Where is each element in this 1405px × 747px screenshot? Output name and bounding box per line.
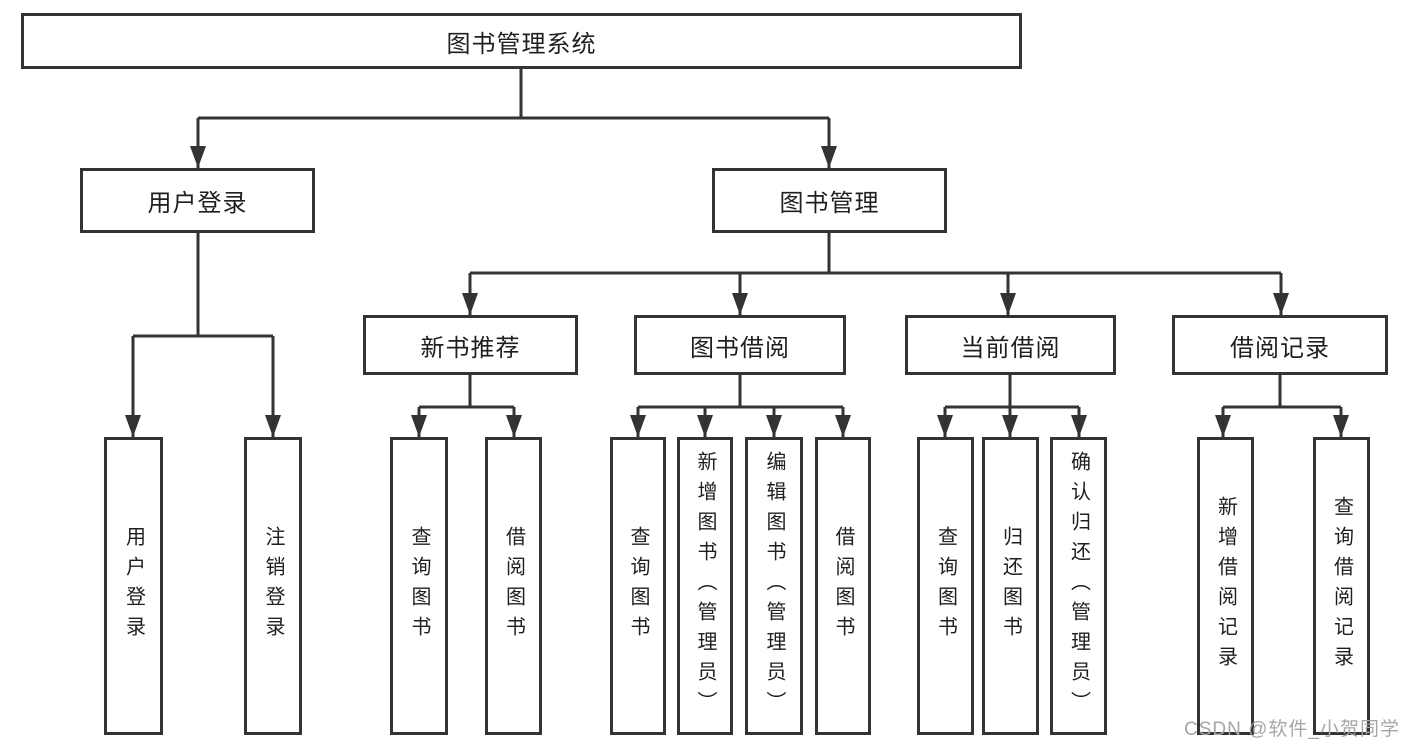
leaf-edit-books-admin-label: 编辑图书（管理员） (763, 451, 785, 721)
leaf-add-borrow-record-label: 新增借阅记录 (1214, 496, 1237, 676)
leaf-user-login: 用户登录 (104, 437, 163, 735)
connector-new-book-recommend-to-leaves (411, 375, 522, 437)
leaf-query-borrow-record-label: 查询借阅记录 (1330, 496, 1353, 676)
leaf-user-login-label: 用户登录 (122, 526, 145, 646)
leaf-add-books-admin-label: 新增图书（管理员） (694, 451, 716, 721)
leaf-borrow-books-recommend: 借阅图书 (485, 437, 542, 735)
connector-book-borrowing-to-leaves (630, 375, 851, 437)
node-root-library-system: 图书管理系统 (21, 13, 1022, 69)
leaf-logout-label: 注销登录 (262, 526, 284, 646)
node-borrowing-records: 借阅记录 (1172, 315, 1388, 375)
node-book-borrowing: 图书借阅 (634, 315, 846, 375)
leaf-return-books-label: 归还图书 (999, 526, 1022, 646)
node-user-login: 用户登录 (80, 168, 315, 233)
leaf-query-borrow-record: 查询借阅记录 (1313, 437, 1370, 735)
node-book-management: 图书管理 (712, 168, 947, 233)
connector-current-borrowing-to-leaves (937, 375, 1087, 437)
leaf-borrow-books-recommend-label: 借阅图书 (502, 526, 525, 646)
leaf-add-borrow-record: 新增借阅记录 (1197, 437, 1254, 735)
leaf-query-books-current-label: 查询图书 (934, 526, 957, 646)
leaf-borrow-books-label: 借阅图书 (832, 526, 854, 646)
connector-root-to-level2 (190, 69, 837, 168)
node-current-borrowing: 当前借阅 (905, 315, 1116, 375)
leaf-query-books-current: 查询图书 (917, 437, 974, 735)
leaf-query-books-recommend-label: 查询图书 (408, 526, 430, 646)
leaf-logout: 注销登录 (244, 437, 302, 735)
node-new-book-recommend: 新书推荐 (363, 315, 578, 375)
leaf-return-books: 归还图书 (982, 437, 1039, 735)
leaf-query-books-borrowing: 查询图书 (610, 437, 666, 735)
leaf-confirm-return-admin: 确认归还（管理员） (1050, 437, 1107, 735)
leaf-query-books-recommend: 查询图书 (390, 437, 448, 735)
connector-book-management-to-level3 (462, 233, 1289, 315)
leaf-edit-books-admin: 编辑图书（管理员） (745, 437, 803, 735)
leaf-query-books-borrowing-label: 查询图书 (627, 526, 649, 646)
connector-borrowing-records-to-leaves (1215, 375, 1349, 437)
connector-user-login-to-leaves (125, 233, 281, 437)
leaf-confirm-return-admin-label: 确认归还（管理员） (1067, 451, 1090, 721)
csdn-watermark: CSDN @软件_小贺同学 (1184, 719, 1400, 740)
leaf-add-books-admin: 新增图书（管理员） (677, 437, 733, 735)
leaf-borrow-books: 借阅图书 (815, 437, 871, 735)
